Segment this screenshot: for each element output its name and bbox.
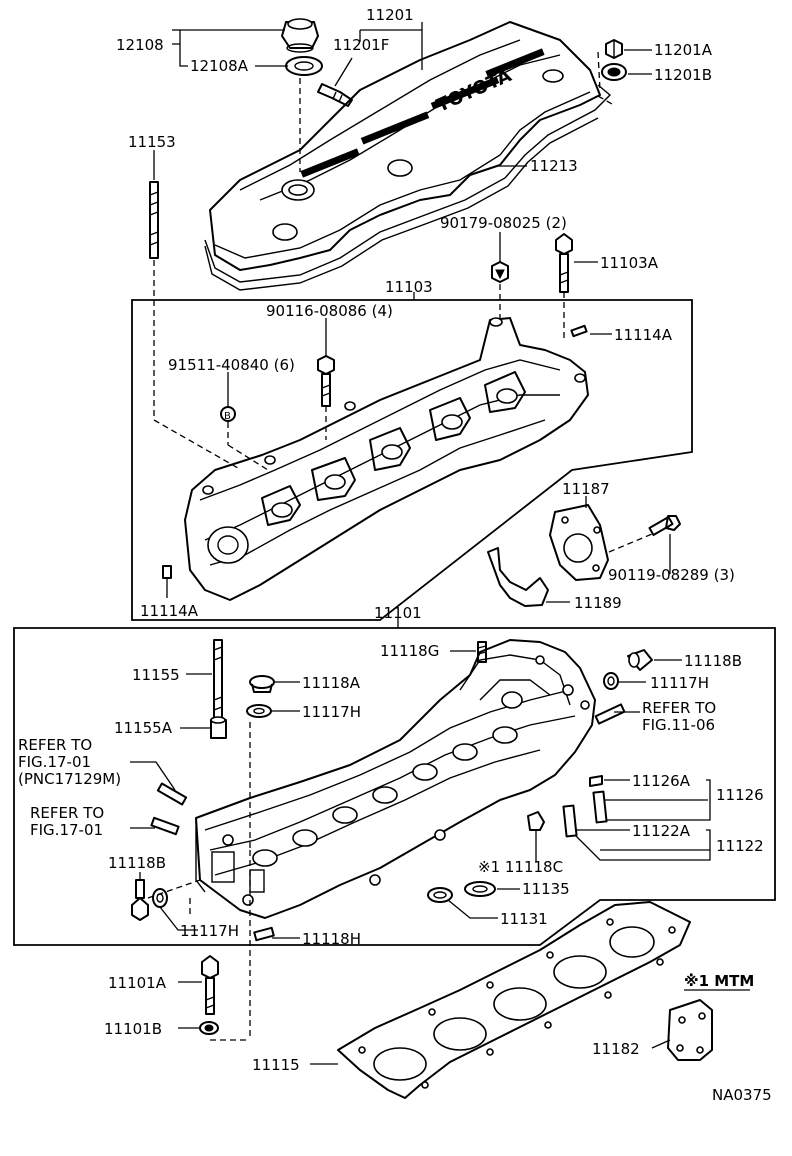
head-bolt [201,955,219,1015]
label-refer-fig17-1b: FIG.17-01 [18,753,91,771]
guide-11126 [592,790,608,824]
water-outlet-cover [667,999,713,1061]
bearing-cap-plate [549,504,609,581]
label-note-mtm: ※1 MTM [684,972,754,990]
label-11101a: 11101A [108,974,167,992]
label-11122: 11122 [716,837,764,855]
label-11131: 11131 [500,910,548,928]
label-11201b: 11201B [654,66,712,84]
label-refer-fig17-2a: REFER TO [30,804,104,822]
dowel-11155a [210,716,227,739]
housing-bolt [555,233,573,293]
label-11126a: 11126A [632,772,691,790]
gasket-11117h-right [603,672,619,690]
plug-11118c [527,811,545,831]
label-11135: 11135 [522,880,570,898]
cover-gasket [204,84,612,283]
label-11114a-bottom: 11114A [140,602,199,620]
label-11117h-right: 11117H [650,674,709,692]
housing-nut [491,261,509,283]
cover-nut [605,39,623,59]
label-11118a: 11118A [302,674,361,692]
label-11118c: ※1 11118C [478,858,563,876]
label-11122a: 11122A [632,822,691,840]
label-90116: 90116-08086 (4) [266,302,393,320]
label-11103a: 11103A [600,254,659,272]
diagram-code: NA0375 [712,1086,772,1104]
alignment-lines [147,51,653,1041]
label-11182: 11182 [592,1040,640,1058]
camshaft-housing [184,317,589,601]
label-refer-fig11-a: REFER TO [642,699,716,717]
label-11118g: 11118G [380,642,439,660]
cylinder-head-frame [13,627,776,946]
label-11114a-top: 11114A [614,326,673,344]
cylinder-head-cover: TOYOTA [209,21,601,271]
guide-11122 [562,804,578,838]
cover-seal-washer [601,63,627,81]
leader-lines [130,22,711,1065]
straight-pin-lower [162,565,172,579]
oil-cap-gasket [285,56,323,76]
label-11213: 11213 [530,157,578,175]
label-refer-fig17-1c: (PNC17129M) [18,770,121,788]
label-11201: 11201 [366,6,414,24]
label-11155: 11155 [132,666,180,684]
label-11115: 11115 [252,1056,300,1074]
cam-cap-bolt [317,355,335,407]
plug-11118h [253,926,275,942]
plug-11118g [477,641,487,663]
oil-filler-cap [281,18,319,53]
plug-11118b-left [131,879,149,921]
gasket-11117h-bottom [152,888,168,908]
part-labels: 11201 12108 12108A 11201F 11201A 11201B … [18,6,772,1104]
cylinder-head [195,639,596,919]
label-11189: 11189 [574,594,622,612]
label-11201a: 11201A [654,41,713,59]
label-90179: 90179-08025 (2) [440,214,567,232]
label-11118b-left: 11118B [108,854,166,872]
reference-marker-b: B [220,406,236,422]
stud-bolt [149,181,159,259]
camshaft-housing-frame [131,299,693,621]
stud-11155 [213,639,223,719]
label-11201f: 11201F [333,36,389,54]
label-refer-fig11-b: FIG.11-06 [642,716,715,734]
gasket-11117h-mid [246,704,272,718]
label-11187: 11187 [562,480,610,498]
gasket-11131 [427,887,453,903]
guide-11126a [589,775,603,787]
label-11103: 11103 [385,278,433,296]
svg-text:B: B [224,411,231,422]
label-11153: 11153 [128,133,176,151]
label-12108a: 12108A [190,57,249,75]
head-bolt-washer [199,1021,219,1035]
cover-stud [317,83,353,107]
straight-pin [570,324,588,338]
gasket-11135 [464,881,496,897]
label-11126: 11126 [716,786,764,804]
label-11101b: 11101B [104,1020,162,1038]
plate-bolt [648,515,681,536]
label-11155a: 11155A [114,719,173,737]
label-11117h-bottom: 11117H [180,922,239,940]
cylinder-head-gasket [337,901,691,1099]
plate-gasket [487,547,549,607]
plug-11118a [249,675,275,693]
label-90119: 90119-08289 (3) [608,566,735,584]
label-11118h: 11118H [302,930,361,948]
stud-fig17-01-b [150,816,180,836]
label-12108: 12108 [116,36,164,54]
label-11117h-mid: 11117H [302,703,361,721]
label-11118b-right: 11118B [684,652,742,670]
label-11101: 11101 [374,604,422,622]
label-refer-fig17-1a: REFER TO [18,736,92,754]
stud-fig11-06 [594,703,626,725]
stud-fig17-01-a [156,782,188,806]
label-91511: 91511-40840 (6) [168,356,295,374]
plug-11118b-right [627,649,653,671]
label-refer-fig17-2b: FIG.17-01 [30,821,103,839]
